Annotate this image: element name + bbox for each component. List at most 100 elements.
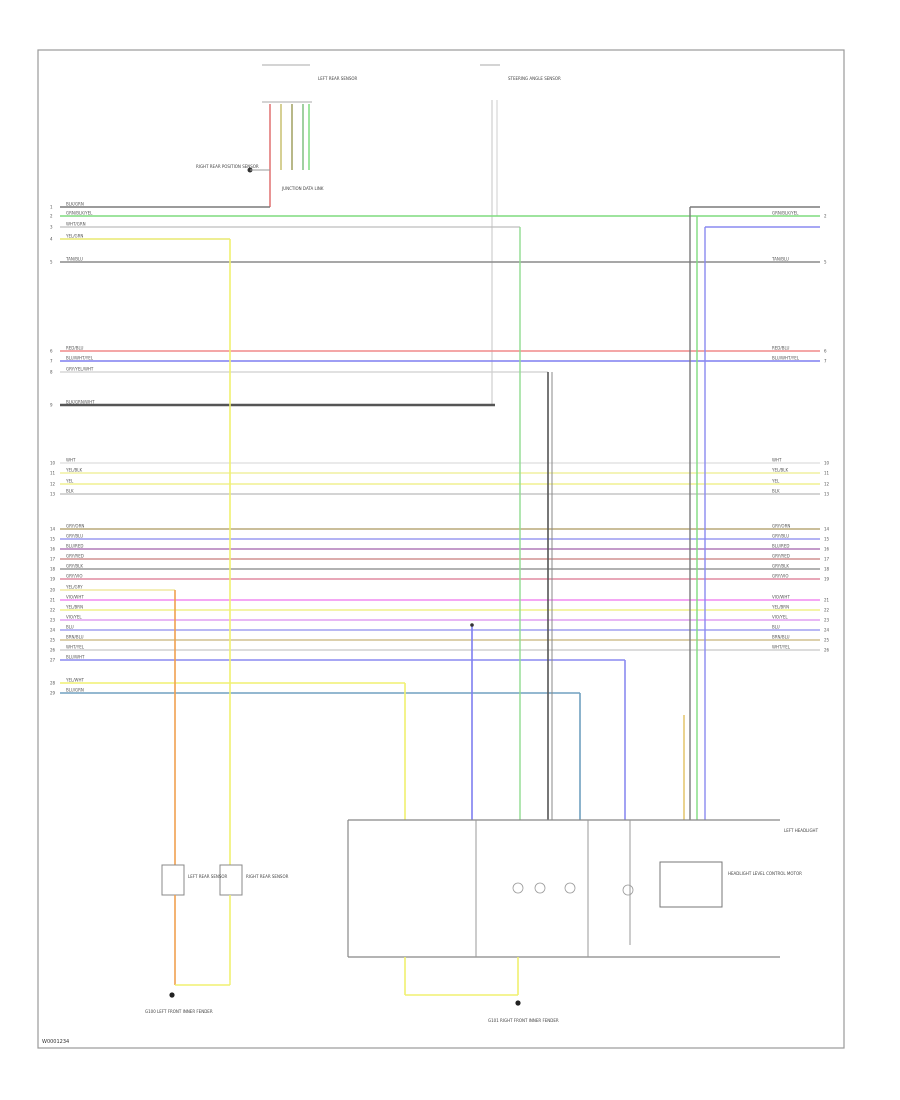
sensor-right-label: RIGHT REAR SENSOR — [246, 874, 289, 879]
wire-pin-left: 9 — [50, 403, 53, 408]
wire-label-left: YEL — [65, 479, 74, 484]
wire-label-right: GRY/BLK — [772, 564, 789, 569]
module-label: LEFT HEADLIGHT — [784, 828, 819, 833]
wire-pin-left: 8 — [50, 370, 53, 375]
wire-label-right: BLU/WHT/YEL — [772, 356, 800, 361]
wire-label-left: BLU/RED — [66, 544, 83, 549]
wire-pin-right: 21 — [824, 598, 830, 603]
wire-pin-left: 17 — [50, 557, 56, 562]
wire-label-right: TAN/BLU — [771, 257, 789, 262]
wire-label-left: BLU/WHT — [66, 655, 85, 660]
wire-pin-left: 6 — [50, 349, 53, 354]
wire-label-left: GRY/RED — [66, 554, 84, 559]
wire-label-right: GRY/RED — [772, 554, 790, 559]
wire-label-right: WHT — [772, 458, 782, 463]
wire-label-left: GRY/VIO — [66, 574, 82, 579]
wire-label-right: YEL/BLK — [771, 468, 789, 473]
wire-pin-right: 11 — [824, 471, 830, 476]
wire-label-right: BLU — [772, 625, 780, 630]
wire-pin-left: 2 — [50, 214, 53, 219]
wire-pin-right: 16 — [824, 547, 830, 552]
wire-pin-left: 29 — [50, 691, 56, 696]
wire-label-left: GRY/ORN — [66, 524, 84, 529]
wire-pin-left: 14 — [50, 527, 56, 532]
wire-pin-left: 25 — [50, 638, 56, 643]
wire-pin-right: 7 — [824, 359, 827, 364]
wire-pin-left: 10 — [50, 461, 56, 466]
right-wire-drops — [683, 206, 820, 820]
right-wire-labels: 2GRN/BLK/YEL5TAN/BLU6RED/BLU7BLU/WHT/YEL… — [771, 211, 830, 653]
wire-label-left: GRN/BLK/YEL — [66, 211, 93, 216]
wire-label-right: VIO/WHT — [772, 595, 790, 600]
wire-label-right: BLU/RED — [772, 544, 789, 549]
wire-pin-left: 20 — [50, 588, 56, 593]
wire-label-right: YEL/BRN — [771, 605, 789, 610]
wire-label-right: GRY/VIO — [772, 574, 788, 579]
wire-pin-left: 7 — [50, 359, 53, 364]
wire-pin-left: 21 — [50, 598, 56, 603]
wire-label-left: YEL/GRN — [65, 234, 83, 239]
wire-label-left: YEL/BRN — [65, 605, 83, 610]
wire-pin-right: 5 — [824, 260, 827, 265]
wire-pin-left: 23 — [50, 618, 56, 623]
wire-label-left: BLK/GRN/WHT — [66, 400, 95, 405]
wire-pin-left: 13 — [50, 492, 56, 497]
wire-pin-right: 13 — [824, 492, 830, 497]
wire-label-left: GRY/YEL/WHT — [66, 367, 94, 372]
figure-ref: W0001234 — [42, 1039, 69, 1045]
wire-pin-left: 18 — [50, 567, 56, 572]
wire-label-left: YEL/BLK — [65, 468, 83, 473]
wire-label-left: WHT — [66, 458, 76, 463]
data-connector-label: STEERING ANGLE SENSOR — [508, 76, 561, 81]
wire-pin-right: 2 — [824, 214, 827, 219]
ground-right-label: G101 RIGHT FRONT INNER FENDER — [488, 1018, 559, 1023]
wire-label-right: WHT/YEL — [772, 645, 791, 650]
junction-label: JUNCTION DATA LINK — [281, 186, 324, 191]
wire-pin-left: 1 — [50, 205, 53, 210]
wire-pin-left: 15 — [50, 537, 56, 542]
wire-pin-right: 17 — [824, 557, 830, 562]
wire-pin-left: 5 — [50, 260, 53, 265]
wire-pin-right: 23 — [824, 618, 830, 623]
wire-pin-left: 11 — [50, 471, 56, 476]
wire-pin-right: 14 — [824, 527, 830, 532]
wire-pin-left: 12 — [50, 482, 56, 487]
wire-pin-right: 18 — [824, 567, 830, 572]
wire-label-left: BLK — [66, 489, 74, 494]
wire-label-right: VIO/YEL — [772, 615, 788, 620]
wire-label-left: RED/BLU — [66, 346, 84, 351]
wire-pin-left: 22 — [50, 608, 56, 613]
wire-pin-left: 3 — [50, 225, 53, 230]
wire-label-left: BRN/BLU — [66, 635, 84, 640]
wire-pin-right: 10 — [824, 461, 830, 466]
top-sensor-connector: LEFT REAR SENSOR RIGHT REAR POSITION SEN… — [196, 64, 358, 207]
wire-label-left: VIO/WHT — [66, 595, 84, 600]
wire-pin-left: 26 — [50, 648, 56, 653]
headlight-module: LEFT HEADLIGHT HEADLIGHT LEVEL CONTROL M… — [347, 819, 819, 958]
wire-pin-right: 15 — [824, 537, 830, 542]
wire-label-left: BLU — [66, 625, 74, 630]
wire-pin-right: 25 — [824, 638, 830, 643]
connector-label: RIGHT REAR POSITION SENSOR — [196, 164, 259, 169]
harness-wires — [60, 206, 820, 694]
top-data-connector: STEERING ANGLE SENSOR — [480, 64, 561, 405]
rear-sensors: LEFT REAR SENSOR RIGHT REAR SENSOR G100 … — [145, 864, 289, 1014]
wire-label-left: WHT/GRN — [66, 222, 86, 227]
wire-label-left: BLK/GRN — [66, 202, 84, 207]
wire-pin-left: 19 — [50, 577, 56, 582]
wire-label-left: BLU/GRN — [66, 688, 84, 693]
module-ground: G101 RIGHT FRONT INNER FENDER — [404, 957, 559, 1023]
wire-pin-right: 19 — [824, 577, 830, 582]
module-box-label: HEADLIGHT LEVEL CONTROL MOTOR — [728, 871, 802, 876]
wire-pin-left: 28 — [50, 681, 56, 686]
wire-pin-left: 16 — [50, 547, 56, 552]
wire-label-right: GRY/ORN — [772, 524, 790, 529]
wire-label-right: YEL — [771, 479, 780, 484]
wire-label-left: GRY/BLK — [66, 564, 83, 569]
wire-label-right: GRN/BLK/YEL — [772, 211, 799, 216]
wire-label-left: YEL/WHT — [65, 678, 85, 683]
wire-label-left: YEL/GRY — [65, 585, 83, 590]
left-wire-labels: 1BLK/GRN2GRN/BLK/YEL3WHT/GRN4YEL/GRN5TAN… — [50, 202, 95, 696]
vertical-drops — [174, 227, 626, 865]
ground-left-label: G100 LEFT FRONT INNER FENDER — [145, 1009, 213, 1014]
